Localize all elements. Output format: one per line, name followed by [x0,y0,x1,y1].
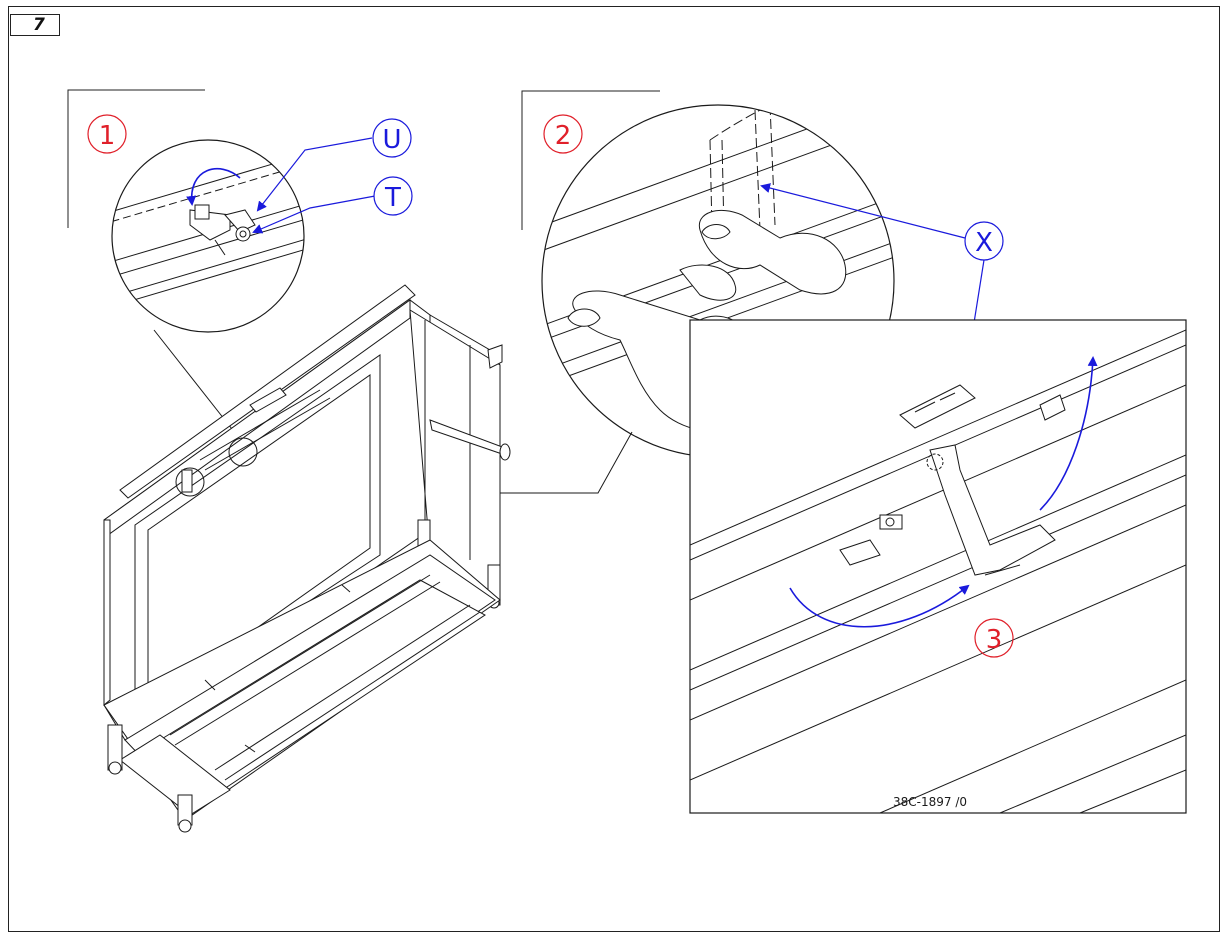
callout-t: T [373,176,413,216]
step-3-label: 3 [986,625,1003,655]
step-3-marker: 3 [974,618,1014,658]
rotate-arrow-3a [789,584,970,628]
page-border [8,6,1220,932]
fireplace-assembly [103,284,511,833]
step-1-marker: 1 [87,114,127,154]
step-2-marker: 2 [543,114,583,154]
callout-u-label: U [382,125,401,155]
callout-leaders-detail-1 [252,137,376,234]
callout-t-label: T [384,183,401,213]
step-2-label: 2 [555,121,572,151]
callout-x: X [964,221,1004,261]
drawing-number: 38C-1897 /0 [893,795,967,809]
rotate-arrow-3b [1039,356,1098,511]
rotate-arrow-1 [186,168,241,206]
callout-u: U [372,118,412,158]
detail-1-view [111,139,305,333]
step-1-label: 1 [99,121,116,151]
detail-1-bracket [67,89,205,228]
page-number: 7 [10,14,60,36]
detail-3-view [689,319,1187,814]
callout-x-label: X [975,228,993,258]
detail-2-bracket [521,90,660,230]
